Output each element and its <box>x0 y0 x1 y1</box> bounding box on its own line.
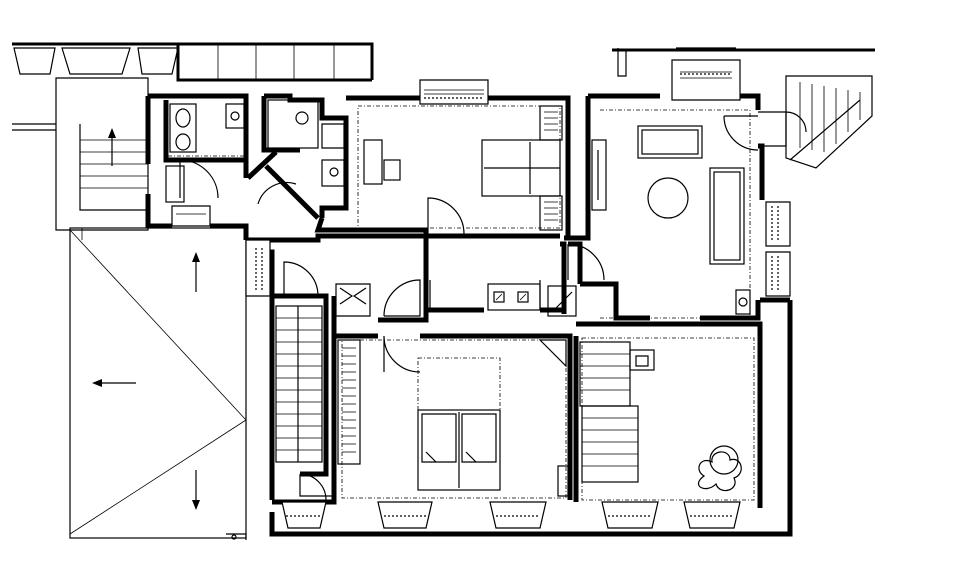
bedroom-south <box>337 335 569 499</box>
bedroom-north <box>357 105 563 235</box>
bathroom <box>165 102 245 203</box>
ramp-area <box>69 227 247 540</box>
kitchen <box>283 261 577 317</box>
street-facade <box>12 42 875 82</box>
shower-room <box>257 99 345 205</box>
stair-hall <box>275 305 334 501</box>
walls <box>145 93 793 537</box>
living-room <box>567 109 759 319</box>
exterior-stair <box>758 75 873 169</box>
entrance-stair <box>12 77 149 231</box>
study-room <box>579 337 755 501</box>
windows <box>171 59 791 529</box>
